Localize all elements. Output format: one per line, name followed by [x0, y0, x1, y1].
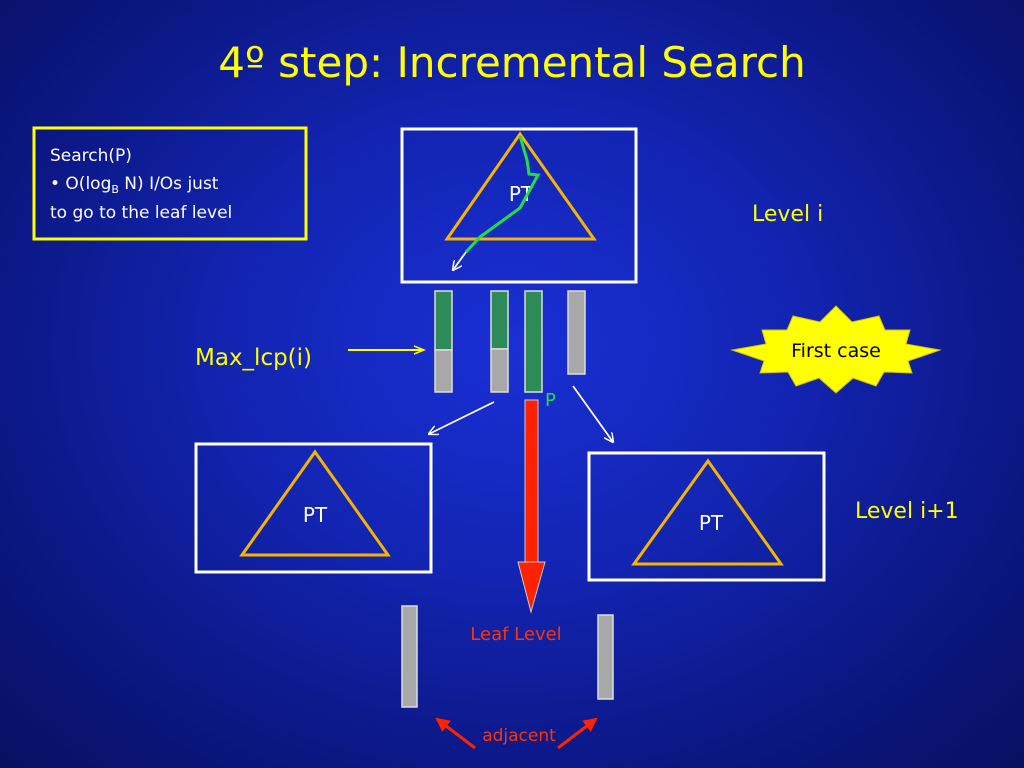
search-info-box	[32, 126, 308, 241]
bucket-3-green	[524, 290, 543, 393]
arrow-to-left-tree	[429, 401, 495, 434]
top-tree-label: PT	[509, 182, 534, 206]
arrow-to-right-tree	[572, 385, 613, 442]
top-tree-box	[400, 127, 638, 284]
bucket-2-gray	[490, 348, 509, 393]
slide-title: 4º step: Incremental Search	[218, 38, 805, 87]
left-tree-triangle	[239, 449, 391, 557]
left-tree-box	[194, 442, 433, 574]
first-case-label: First case	[791, 340, 881, 362]
left-tree-label: PT	[303, 503, 328, 527]
bucket-1-green	[434, 290, 453, 351]
search-path-line	[464, 135, 541, 254]
max-lcp-label: Max_lcp(i)	[195, 345, 312, 371]
search-box-line2-sub: B	[111, 183, 119, 196]
right-tree-label: PT	[699, 511, 724, 535]
right-tree-box	[587, 451, 826, 582]
search-box-line3: to go to the leaf level	[50, 203, 232, 223]
leaf-bucket-left	[401, 605, 418, 708]
search-box-line2: • O(logB N) I/Os just	[50, 174, 219, 196]
leaf-level-label: Leaf Level	[470, 624, 561, 645]
max-lcp-arrowhead	[413, 345, 427, 355]
first-case-starburst	[730, 305, 942, 394]
right-tree-triangle	[631, 458, 784, 566]
search-box-line1: Search(P)	[50, 146, 132, 166]
level-i1-label: Level i+1	[855, 499, 959, 524]
bucket-2-green	[490, 290, 509, 350]
leaf-bucket-right	[597, 614, 614, 700]
top-tree-triangle	[444, 131, 597, 241]
search-box-line2-post: N) I/Os just	[119, 174, 219, 194]
adjacent-arrow-right	[557, 717, 598, 750]
p-label: P	[545, 390, 556, 411]
bucket-1	[434, 290, 453, 393]
top-tree-exit-arrow	[453, 251, 467, 270]
search-box-line2-pre: • O(log	[50, 174, 111, 194]
bucket-4-gray	[567, 290, 586, 375]
bucket-1-gray	[434, 349, 453, 393]
level-i-label: Level i	[752, 202, 823, 227]
red-arrow-shaft	[524, 399, 539, 564]
adjacent-label: adjacent	[482, 726, 556, 746]
red-arrow-head	[517, 561, 546, 614]
bucket-2	[490, 290, 509, 393]
adjacent-arrow-left	[435, 717, 476, 750]
